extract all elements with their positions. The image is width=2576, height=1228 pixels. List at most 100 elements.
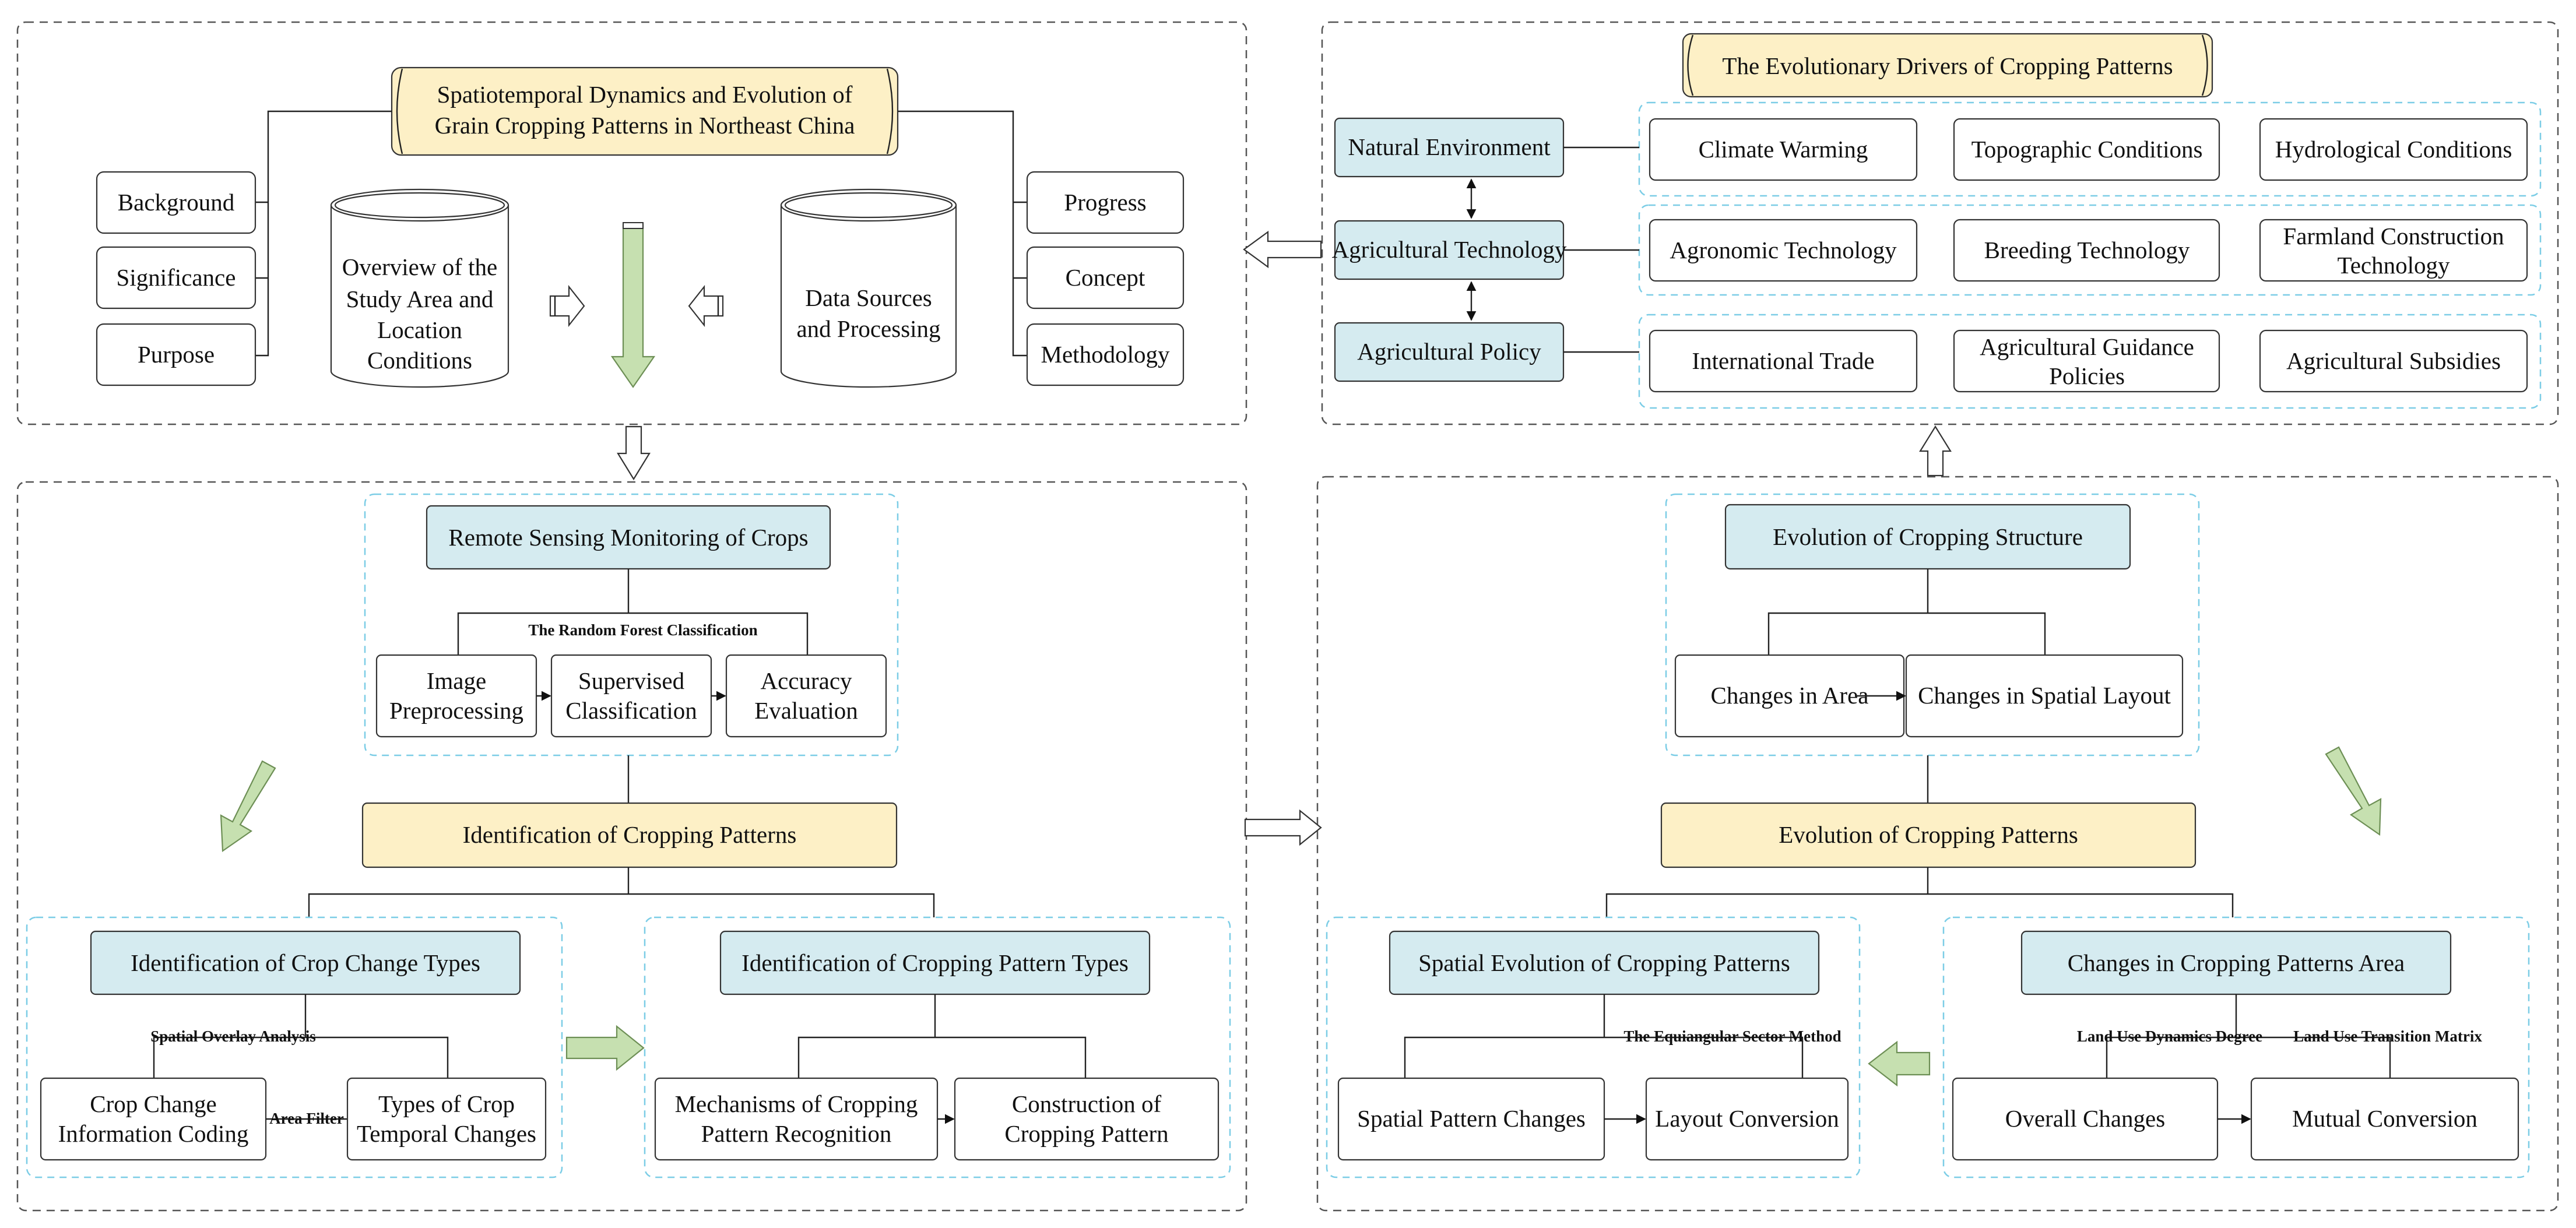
types-temporal-label-1: Types of Crop	[378, 1090, 515, 1117]
patterns-area-group	[1942, 916, 2530, 1178]
hydrological-conditions-label: Hydrological Conditions	[2275, 136, 2512, 163]
changes-area-label: Changes in Area	[1711, 682, 1869, 709]
agricultural-guidance-policies-box	[1953, 329, 2220, 393]
identification-patterns-box	[361, 802, 898, 868]
mechanisms-label-1: Mechanisms of Cropping	[675, 1090, 918, 1117]
agricultural-guidance-label-1: Agricultural Guidance	[1980, 333, 2194, 360]
crop-change-info-label-1: Crop Change	[90, 1090, 217, 1117]
topographic-conditions-label: Topographic Conditions	[1971, 136, 2203, 163]
study-area-cylinder: Overview of the Study Area and Location …	[330, 188, 509, 388]
concept-label: Concept	[1066, 264, 1145, 291]
area-filter-label: Area Filter	[269, 1110, 344, 1127]
concept-box	[1026, 246, 1185, 309]
study-area-text-1: Overview of the	[342, 254, 497, 280]
agricultural-policy-group	[1638, 314, 2542, 409]
supervised-classification-label-1: Supervised	[578, 667, 684, 694]
spatial-evolution-label: Spatial Evolution of Cropping Patterns	[1418, 949, 1790, 976]
farmland-construction-technology-box	[2259, 219, 2528, 282]
drivers-title: The Evolutionary Drivers of Cropping Pat…	[1722, 52, 2173, 79]
hollow-arrow-up	[1919, 425, 1952, 477]
panel-evolutionary-drivers	[1321, 21, 2559, 425]
green-arrow-diagonal-right	[2325, 746, 2382, 836]
methodology-box	[1026, 323, 1185, 386]
transition-matrix-label: Land Use Transition Matrix	[2293, 1028, 2482, 1045]
supervised-classification-label-2: Classification	[565, 697, 697, 724]
breeding-technology-box	[1953, 219, 2220, 282]
data-sources-text-2: and Processing	[796, 315, 940, 342]
hollow-arrow-left	[1243, 230, 1322, 269]
agronomic-technology-label: Agronomic Technology	[1670, 237, 1897, 263]
types-temporal-label-2: Temporal Changes	[357, 1120, 536, 1147]
changes-spatial-layout-box	[1905, 654, 2184, 738]
methodology-label: Methodology	[1041, 341, 1170, 368]
natural-environment-label: Natural Environment	[1348, 133, 1551, 160]
image-preprocessing-label-2: Preprocessing	[389, 697, 523, 724]
dynamics-degree-label: Land Use Dynamics Degree	[2077, 1028, 2262, 1045]
climate-warming-label: Climate Warming	[1699, 136, 1868, 163]
farmland-construction-label-1: Farmland Construction	[2283, 223, 2504, 249]
crop-change-group	[26, 916, 563, 1178]
image-preprocessing-label-1: Image	[427, 667, 486, 694]
drivers-title-scroll: The Evolutionary Drivers of Cropping Pat…	[1682, 33, 2213, 98]
accuracy-evaluation-label-1: Accuracy	[760, 667, 852, 694]
green-arrow-diagonal-left	[220, 760, 276, 853]
progress-box	[1026, 171, 1185, 234]
accuracy-evaluation-label-2: Evaluation	[754, 697, 858, 724]
agronomic-technology-box	[1649, 219, 1918, 282]
hydrological-conditions-box	[2259, 118, 2528, 181]
agricultural-policy-label: Agricultural Policy	[1357, 338, 1541, 365]
panel-research-background	[16, 21, 1247, 425]
green-down-arrow-center	[610, 222, 656, 388]
types-temporal-box	[346, 1077, 547, 1161]
crop-change-info-label-2: Information Coding	[58, 1120, 249, 1147]
agricultural-guidance-label-2: Policies	[2049, 363, 2125, 389]
green-arrow-left	[1868, 1040, 1931, 1087]
main-title-line-2: Grain Cropping Patterns in Northeast Chi…	[435, 112, 855, 139]
pattern-types-group	[644, 916, 1231, 1178]
climate-warming-box	[1649, 118, 1918, 181]
study-area-text-4: Conditions	[367, 347, 472, 374]
spatial-evolution-group	[1326, 916, 1861, 1178]
spatial-pattern-changes-label: Spatial Pattern Changes	[1357, 1105, 1586, 1132]
hollow-arrow-right	[1244, 809, 1322, 846]
construction-label-1: Construction of	[1012, 1090, 1162, 1117]
topographic-conditions-box	[1953, 118, 2220, 181]
data-sources-cylinder: Data Sources and Processing	[780, 188, 957, 388]
farmland-construction-label-2: Technology	[2338, 252, 2450, 279]
mutual-conversion-label: Mutual Conversion	[2292, 1105, 2477, 1132]
left-bracket-line	[255, 110, 392, 357]
mechanisms-label-2: Pattern Recognition	[701, 1120, 892, 1147]
block-arrow-left-small	[688, 284, 724, 328]
study-area-text-2: Study Area and	[346, 286, 494, 312]
background-box	[96, 171, 256, 234]
agricultural-technology-label: Agricultural Technology	[1332, 236, 1567, 263]
agricultural-subsidies-label: Agricultural Subsidies	[2286, 347, 2501, 374]
purpose-box	[96, 323, 256, 386]
cropping-structure-label: Evolution of Cropping Structure	[1773, 523, 2083, 550]
progress-label: Progress	[1064, 189, 1146, 216]
identification-patterns-label: Identification of Cropping Patterns	[463, 821, 797, 848]
pattern-types-label: Identification of Cropping Pattern Types	[741, 949, 1129, 976]
significance-box	[96, 246, 256, 309]
evolution-patterns-label: Evolution of Cropping Patterns	[1779, 821, 2078, 848]
panel-evolution	[1316, 476, 2559, 1212]
hollow-arrow-down	[617, 425, 651, 481]
random-forest-label: The Random Forest Classification	[528, 621, 757, 639]
layout-conversion-label: Layout Conversion	[1655, 1105, 1839, 1132]
accuracy-evaluation-box	[725, 654, 887, 738]
construction-label-2: Cropping Pattern	[1004, 1120, 1168, 1147]
breeding-technology-label: Breeding Technology	[1984, 237, 2190, 263]
layout-conversion-box	[1645, 1077, 1849, 1161]
overall-changes-label: Overall Changes	[2005, 1105, 2165, 1132]
international-trade-label: International Trade	[1692, 347, 1874, 374]
agricultural-subsidies-box	[2259, 329, 2528, 393]
natural-environment-group	[1638, 101, 2542, 197]
green-arrow-right	[565, 1025, 645, 1071]
main-title-scroll: Spatiotemporal Dynamics and Evolution of…	[391, 66, 899, 156]
panel-identification	[16, 481, 1247, 1212]
crop-change-types-label: Identification of Crop Change Types	[131, 949, 480, 976]
right-bracket-line	[898, 110, 1027, 357]
remote-sensing-label: Remote Sensing Monitoring of Crops	[448, 524, 808, 551]
remote-sensing-group	[364, 493, 899, 756]
